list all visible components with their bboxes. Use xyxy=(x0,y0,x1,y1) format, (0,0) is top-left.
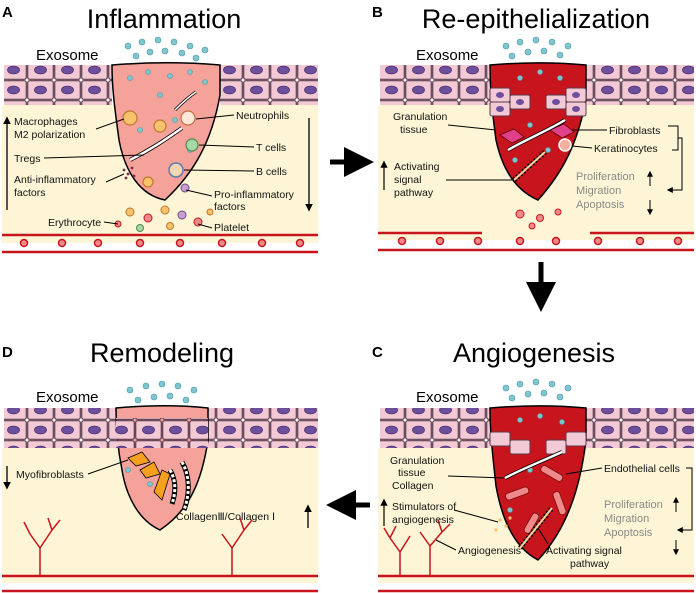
label-t-cells: T cells xyxy=(256,142,286,154)
epithelium-left xyxy=(380,408,490,448)
blood-vessel xyxy=(378,231,694,252)
label-granulation: Granulation xyxy=(390,455,444,467)
label-erythrocyte: Erythrocyte xyxy=(48,217,101,229)
exosome-particles xyxy=(125,380,198,487)
epithelium-left xyxy=(4,65,112,105)
exosome-particles xyxy=(502,378,572,513)
label-macrophages: Macrophages xyxy=(14,116,78,128)
label-apoptosis: Apoptosis xyxy=(576,199,625,211)
label-tissue: tissue xyxy=(398,467,426,479)
migrating-keratinocytes xyxy=(489,431,587,455)
label-granulation: Granulation xyxy=(393,111,447,123)
label-keratinocytes: Keratinocytes xyxy=(594,143,658,155)
label-neutrophils: Neutrophils xyxy=(236,110,289,122)
label-b-cells: B cells xyxy=(256,166,287,178)
label-platelet: Platelet xyxy=(214,222,249,234)
exosome-label: Exosome xyxy=(416,47,479,64)
epithelium-right xyxy=(586,408,694,448)
label-pro-factors: factors xyxy=(214,201,246,213)
label-tissue: tissue xyxy=(400,124,428,136)
panel-c-letter: C xyxy=(372,344,383,361)
label-apoptosis: Apoptosis xyxy=(604,527,653,539)
panel-b-title: Re-epithelialization xyxy=(422,4,650,34)
extravasated-cells xyxy=(114,205,214,232)
panel-d-title: Remodeling xyxy=(90,338,234,368)
label-proliferation: Proliferation xyxy=(576,171,635,183)
wound-bed xyxy=(111,62,221,201)
epithelium-right xyxy=(208,408,318,448)
epithelium-left xyxy=(4,408,116,448)
re-epithelialized-layer xyxy=(116,418,208,448)
extravasated-cells xyxy=(515,208,562,230)
label-proliferation: Proliferation xyxy=(604,499,663,511)
exosome-particles xyxy=(124,36,209,153)
collagen-fibers xyxy=(494,450,563,550)
exosome-label: Exosome xyxy=(36,47,99,64)
epithelium-right xyxy=(586,65,694,105)
panel-c: C Angiogenesis xyxy=(372,338,694,593)
panel-d: D Remodeling Exosome xyxy=(2,338,318,593)
label-pro-inflammatory: Pro-inflammatory xyxy=(214,189,295,201)
label-collagen-ratio: CollagenⅢ/Collagen Ⅰ xyxy=(176,511,275,523)
label-myofibroblasts: Myofibroblasts xyxy=(16,469,84,481)
mature-capillaries xyxy=(23,517,253,576)
myofibroblast-cells xyxy=(127,451,191,511)
label-anti-inflammatory: Anti-inflammatory xyxy=(14,174,96,186)
epithelium-left xyxy=(380,65,490,105)
label-angiogenesis-stim: angiogenesis xyxy=(392,514,454,526)
label-m2-polarization: M2 polarization xyxy=(14,129,85,141)
keratinocyte-nuclei xyxy=(496,92,580,112)
label-angiogenesis: Angiogenesis xyxy=(458,545,521,557)
panel-b-letter: B xyxy=(372,4,383,21)
label-anti-factors: factors xyxy=(14,187,46,199)
immune-cells xyxy=(122,90,199,193)
panel-c-title: Angiogenesis xyxy=(453,338,615,368)
endothelial-tubes xyxy=(505,465,567,534)
exosome-label: Exosome xyxy=(36,389,99,406)
panel-a-letter: A xyxy=(2,4,13,21)
panel-d-letter: D xyxy=(2,344,13,361)
label-fibroblasts: Fibroblasts xyxy=(609,125,660,137)
panel-a-title: Inflammation xyxy=(87,4,242,34)
blood-vessel xyxy=(2,233,318,254)
label-pathway: pathway xyxy=(394,187,434,199)
label-activating: Activating xyxy=(394,161,440,173)
exosome-label: Exosome xyxy=(416,389,479,406)
epithelium-right xyxy=(220,65,318,105)
panel-b: B Re-epithelialization xyxy=(372,4,694,252)
exosome-particles xyxy=(502,36,572,163)
label-tregs: Tregs xyxy=(14,153,40,165)
label-pathway: pathway xyxy=(570,558,610,570)
label-migration: Migration xyxy=(576,185,621,197)
fibroblast-cells xyxy=(499,118,575,182)
label-stimulators-of: Stimulators of xyxy=(392,501,456,513)
panel-a: A Inflammation Exosome xyxy=(2,4,318,254)
label-activating-signal: Activating signal xyxy=(546,545,622,557)
label-signal: signal xyxy=(394,174,421,186)
label-migration: Migration xyxy=(604,513,649,525)
label-collagen: Collagen xyxy=(392,480,434,492)
blood-vessel xyxy=(2,574,318,593)
new-capillaries xyxy=(383,519,451,576)
label-endothelial-cells: Endothelial cells xyxy=(604,463,680,475)
